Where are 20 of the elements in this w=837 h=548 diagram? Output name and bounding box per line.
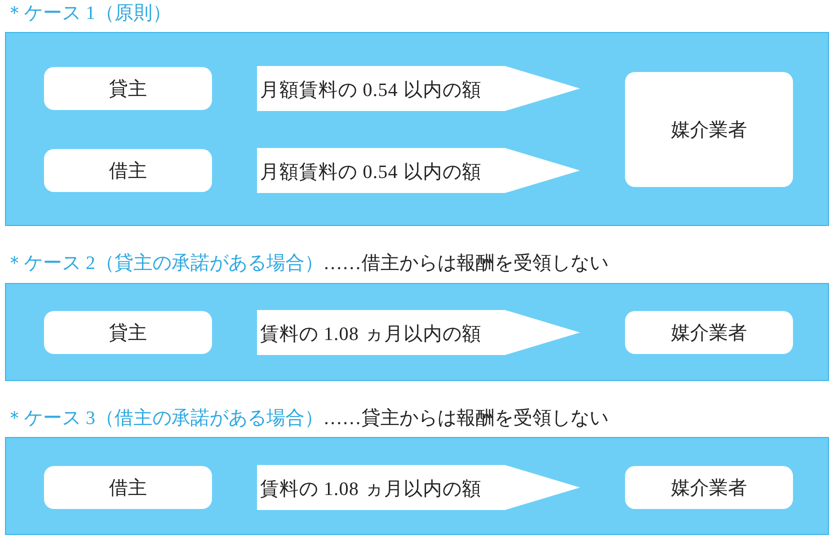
edge-label: 月額賃料の 0.54 以内の額	[260, 78, 482, 102]
party-box: 貸主	[44, 311, 212, 354]
edge-label: 賃料の 1.08 ヵ月以内の額	[260, 322, 482, 346]
party-box: 媒介業者	[625, 72, 793, 187]
party-box: 借主	[44, 149, 212, 192]
case-heading: ＊ケース 2（貸主の承諾がある場合）	[5, 252, 324, 276]
arrow	[257, 465, 580, 510]
party-box: 借主	[44, 466, 212, 509]
edge-label: 月額賃料の 0.54 以内の額	[260, 160, 482, 184]
party-box: 貸主	[44, 67, 212, 110]
case-heading: ＊ケース 1（原則）	[5, 2, 172, 26]
heading-note: ……借主からは報酬を受領しない	[323, 252, 608, 276]
arrow	[257, 66, 580, 111]
arrow	[257, 148, 580, 193]
party-box: 媒介業者	[625, 311, 793, 354]
edge-label: 賃料の 1.08 ヵ月以内の額	[260, 478, 482, 502]
case-heading: ＊ケース 3（借主の承諾がある場合）	[5, 407, 324, 431]
arrow	[257, 310, 580, 355]
party-box: 媒介業者	[625, 466, 793, 509]
heading-note: ……貸主からは報酬を受領しない	[323, 407, 608, 431]
